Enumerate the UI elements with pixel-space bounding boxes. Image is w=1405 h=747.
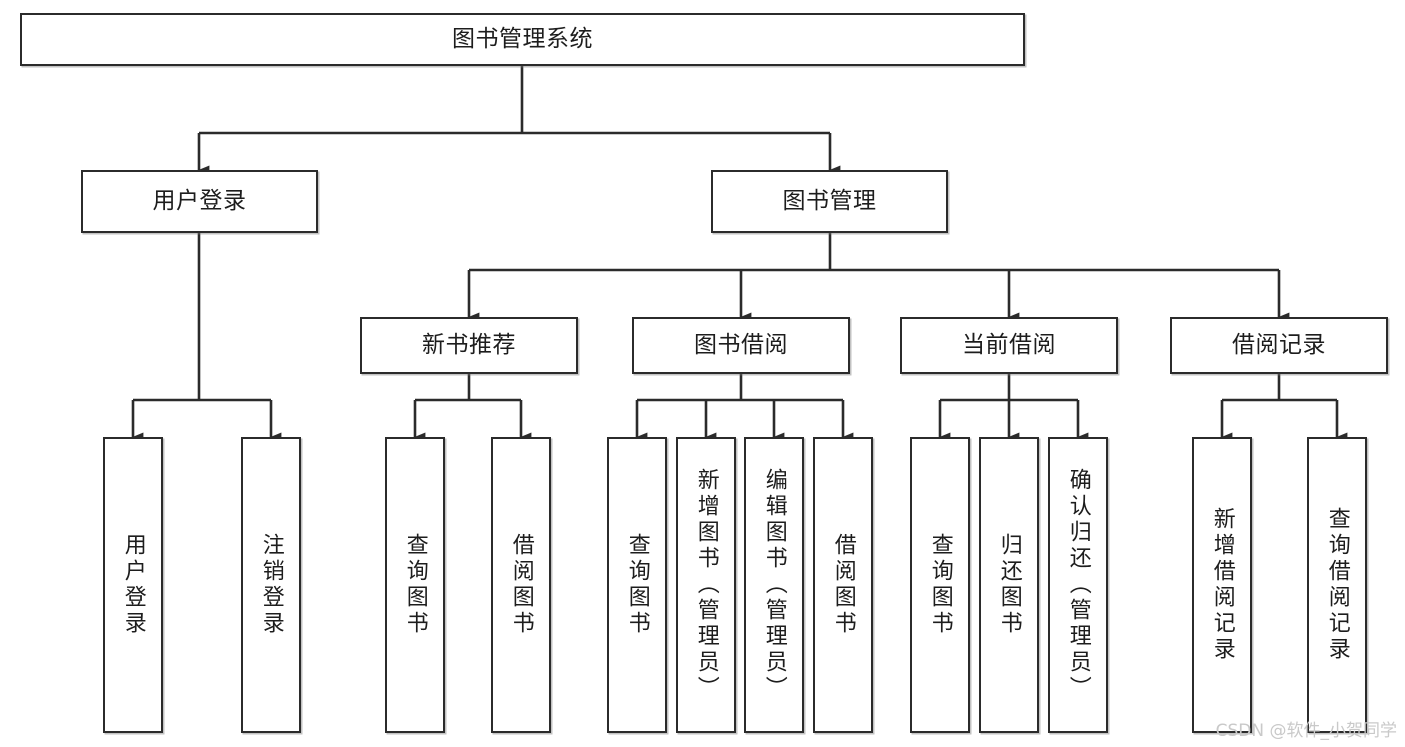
node-leaf-query-book-3[interactable]: 查询图书: [910, 437, 970, 733]
node-leaf-borrow-book-1[interactable]: 借阅图书: [491, 437, 551, 733]
node-leaf-query-book-1[interactable]: 查询图书: [385, 437, 445, 733]
node-user-login-label: 用户登录: [152, 187, 247, 214]
node-leaf-user-login-label: 用户登录: [120, 533, 146, 637]
node-leaf-query-book-2[interactable]: 查询图书: [607, 437, 667, 733]
node-leaf-user-login[interactable]: 用户登录: [103, 437, 163, 733]
node-leaf-query-book-2-label: 查询图书: [624, 533, 650, 637]
node-borrow-record[interactable]: 借阅记录: [1170, 317, 1388, 374]
node-leaf-query-record[interactable]: 查询借阅记录: [1307, 437, 1367, 733]
node-leaf-add-record-label: 新增借阅记录: [1209, 507, 1235, 663]
csdn-watermark: CSDN @软件_小贺同学: [1215, 721, 1397, 741]
node-leaf-logout[interactable]: 注销登录: [241, 437, 301, 733]
node-book-borrow-label: 图书借阅: [694, 331, 788, 358]
node-leaf-return-book-label: 归还图书: [996, 533, 1022, 637]
node-root[interactable]: 图书管理系统: [20, 13, 1025, 66]
node-leaf-logout-label: 注销登录: [258, 533, 284, 637]
node-leaf-borrow-book-1-label: 借阅图书: [508, 533, 534, 637]
node-leaf-add-book[interactable]: 新增图书（管理员）: [676, 437, 736, 733]
node-leaf-query-record-label: 查询借阅记录: [1324, 507, 1350, 663]
node-book-borrow[interactable]: 图书借阅: [632, 317, 850, 374]
node-leaf-add-record[interactable]: 新增借阅记录: [1192, 437, 1252, 733]
node-user-login[interactable]: 用户登录: [81, 170, 318, 233]
node-root-label: 图书管理系统: [452, 25, 593, 52]
node-new-book-rec-label: 新书推荐: [422, 331, 516, 358]
node-leaf-edit-book[interactable]: 编辑图书（管理员）: [744, 437, 804, 733]
node-leaf-confirm-return-label: 确认归还（管理员）: [1065, 468, 1091, 702]
node-leaf-query-book-1-label: 查询图书: [402, 533, 428, 637]
node-leaf-borrow-book-2-label: 借阅图书: [830, 533, 856, 637]
node-leaf-edit-book-label: 编辑图书（管理员）: [761, 468, 787, 702]
node-book-manage[interactable]: 图书管理: [711, 170, 948, 233]
node-new-book-rec[interactable]: 新书推荐: [360, 317, 578, 374]
node-current-borrow[interactable]: 当前借阅: [900, 317, 1118, 374]
node-leaf-query-book-3-label: 查询图书: [927, 533, 953, 637]
node-leaf-confirm-return[interactable]: 确认归还（管理员）: [1048, 437, 1108, 733]
node-borrow-record-label: 借阅记录: [1232, 331, 1326, 358]
node-current-borrow-label: 当前借阅: [962, 331, 1056, 358]
node-leaf-borrow-book-2[interactable]: 借阅图书: [813, 437, 873, 733]
node-book-manage-label: 图书管理: [782, 187, 877, 214]
node-leaf-add-book-label: 新增图书（管理员）: [693, 468, 719, 702]
node-leaf-return-book[interactable]: 归还图书: [979, 437, 1039, 733]
